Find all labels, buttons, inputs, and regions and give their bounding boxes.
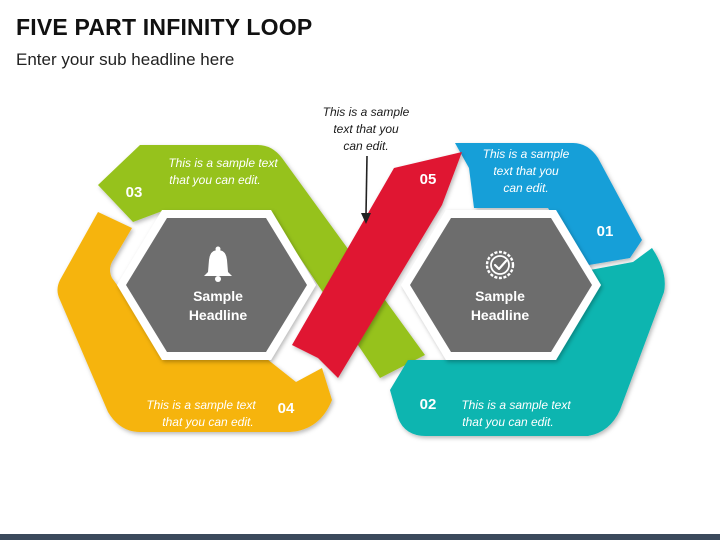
callout-text-line2: text that you [333, 122, 399, 136]
hexagon-left-title-line1: Sample [193, 288, 243, 304]
segment-04-text-line1: This is a sample text [146, 398, 256, 412]
segment-03-text-line1: This is a sample text [168, 156, 278, 170]
hexagon-right-title-line1: Sample [475, 288, 525, 304]
page-subtitle: Enter your sub headline here [16, 50, 235, 69]
segment-01-number: 01 [597, 223, 614, 240]
bottom-bar [0, 534, 720, 540]
segment-blue-shape [455, 143, 642, 266]
badge-check-icon [485, 250, 515, 280]
bell-icon [204, 246, 232, 282]
segment-05-number: 05 [420, 171, 437, 188]
hexagon-left-fill [126, 218, 307, 352]
segment-04-number: 04 [278, 400, 295, 417]
callout-text-line3: can edit. [343, 139, 388, 153]
segment-02-text-line1: This is a sample text [461, 398, 571, 412]
callout-text-line1: This is a sample [323, 105, 410, 119]
segment-03-text-line2: that you can edit. [169, 173, 260, 187]
hexagon-right-title-line2: Headline [471, 307, 530, 323]
segment-01-text-line1: This is a sample [483, 147, 570, 161]
segment-04-text-line2: that you can edit. [162, 415, 253, 429]
hexagon-left-title-line2: Headline [189, 307, 248, 323]
callout-arrow-icon [361, 155, 371, 224]
segment-03-number: 03 [126, 184, 143, 201]
segment-02-number: 02 [420, 396, 437, 413]
page-title: FIVE PART INFINITY LOOP [16, 14, 313, 40]
segment-orange-shape [57, 212, 332, 432]
segment-02-text-line2: that you can edit. [462, 415, 553, 429]
segment-01-text-line2: text that you [493, 164, 559, 178]
segment-red-shape [292, 152, 462, 378]
segment-teal-shape [390, 248, 665, 436]
segment-01-text-line3: can edit. [503, 181, 548, 195]
hexagon-right-fill [410, 218, 592, 352]
